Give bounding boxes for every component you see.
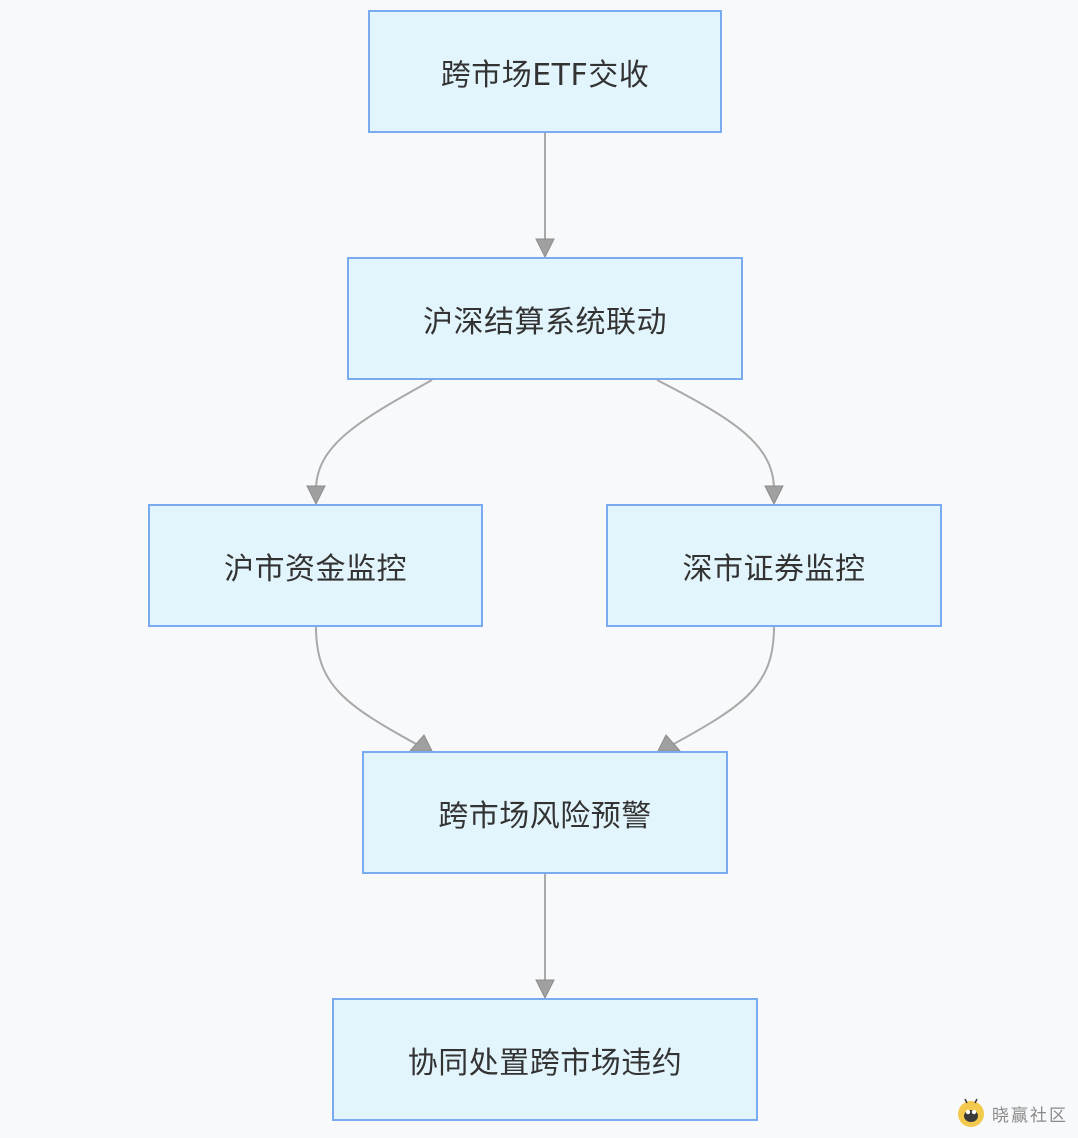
node-label: 沪深结算系统联动 (423, 304, 667, 340)
edge-sz-to-risk (671, 626, 775, 746)
node-label: 沪市资金监控 (224, 551, 407, 587)
arrowhead (306, 485, 326, 506)
arrowhead (764, 485, 784, 506)
arrowhead (535, 238, 555, 259)
node-sh-fund-monitor: 沪市资金监控 (148, 504, 483, 627)
node-risk-warning: 跨市场风险预警 (362, 751, 728, 874)
node-etf-exchange: 跨市场ETF交收 (368, 10, 722, 133)
arrowhead (535, 979, 555, 1000)
node-label: 深市证券监控 (682, 551, 866, 587)
watermark-text: 晓赢社区 (992, 1105, 1068, 1126)
node-label: 跨市场风险预警 (438, 798, 652, 834)
bee-logo-icon (958, 1098, 984, 1127)
node-label: 跨市场ETF交收 (440, 57, 650, 93)
node-joint-handling: 协同处置跨市场违约 (332, 998, 758, 1121)
edge-linkage-to-sz (656, 379, 775, 491)
node-sz-securities-monitor: 深市证券监控 (606, 504, 942, 627)
edge-linkage-to-sh (315, 379, 433, 491)
node-settlement-linkage: 沪深结算系统联动 (347, 257, 743, 380)
watermark: 晓赢社区 (956, 1098, 1068, 1128)
node-label: 协同处置跨市场违约 (407, 1045, 683, 1081)
edge-sh-to-risk (315, 626, 419, 746)
